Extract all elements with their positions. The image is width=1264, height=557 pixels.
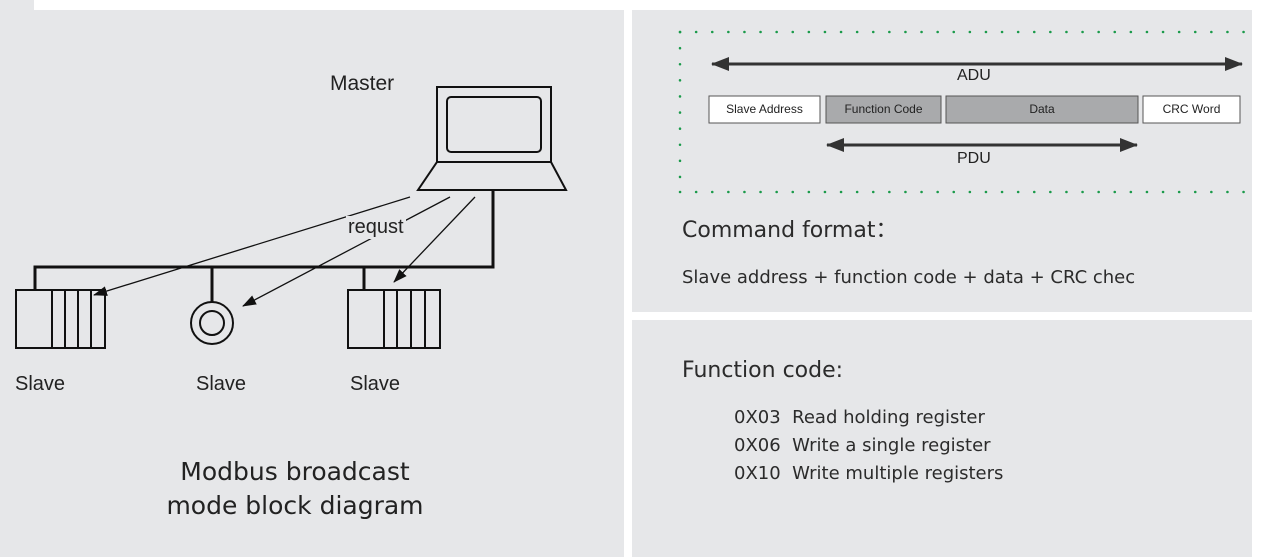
function-code-desc: Write a single register [792, 435, 991, 456]
function-code-item: 0X06 Write a single register [734, 432, 1003, 460]
field-box-data [945, 95, 1139, 124]
slave-label: Slave [196, 373, 247, 395]
slave-label: Slave [350, 373, 401, 395]
diagram-caption: Modbus broadcast mode block diagram [0, 455, 590, 523]
master-label: Master [330, 72, 395, 95]
frame-dotted-border [678, 30, 1252, 194]
caption-line: Modbus broadcast [180, 457, 410, 486]
slave-module-icon [347, 289, 441, 349]
command-format-title: Command format： [682, 218, 898, 243]
field-data: Data [1029, 102, 1055, 116]
pdu-label: PDU [957, 150, 991, 167]
function-code-value: 0X03 [734, 407, 781, 428]
request-label: requst [346, 216, 406, 239]
function-code-item: 0X03 Read holding register [734, 404, 1003, 432]
function-code-value: 0X06 [734, 435, 781, 456]
function-code-list: 0X03 Read holding register 0X06 Write a … [734, 404, 1003, 488]
bus-lines [33, 190, 495, 302]
function-code-desc: Write multiple registers [792, 463, 1004, 484]
caption-line: mode block diagram [166, 491, 424, 520]
slave-sensor-icon [190, 301, 234, 345]
broadcast-diagram [15, 86, 568, 349]
field-crc-word: CRC Word [1162, 102, 1221, 116]
function-code-item: 0X10 Write multiple registers [734, 460, 1003, 488]
function-code-title: Function code: [682, 358, 844, 383]
frame-diagram [678, 30, 1252, 194]
function-code-desc: Read holding register [792, 407, 985, 428]
corner-tab [0, 0, 34, 10]
broadcast-diagram-panel: Master requst Slave Slave Slave Modbus b… [0, 10, 624, 557]
request-arrows [93, 196, 476, 307]
function-code-value: 0X10 [734, 463, 781, 484]
field-box-crc-word [1142, 95, 1241, 124]
slave-module-icon [15, 289, 106, 349]
master-computer-icon [416, 86, 568, 191]
slave-label: Slave [15, 373, 66, 395]
command-format-text: Slave address + function code + data + C… [682, 267, 1136, 288]
field-slave-address: Slave Address [726, 102, 803, 116]
field-box-slave-address [708, 95, 821, 124]
function-code-panel: Function code: 0X03 Read holding registe… [632, 320, 1252, 557]
field-function-code: Function Code [844, 102, 923, 116]
command-format-panel: ADU PDU Slave Address Function Code Data… [632, 10, 1252, 312]
field-box-function-code [825, 95, 942, 124]
adu-label: ADU [957, 67, 991, 84]
